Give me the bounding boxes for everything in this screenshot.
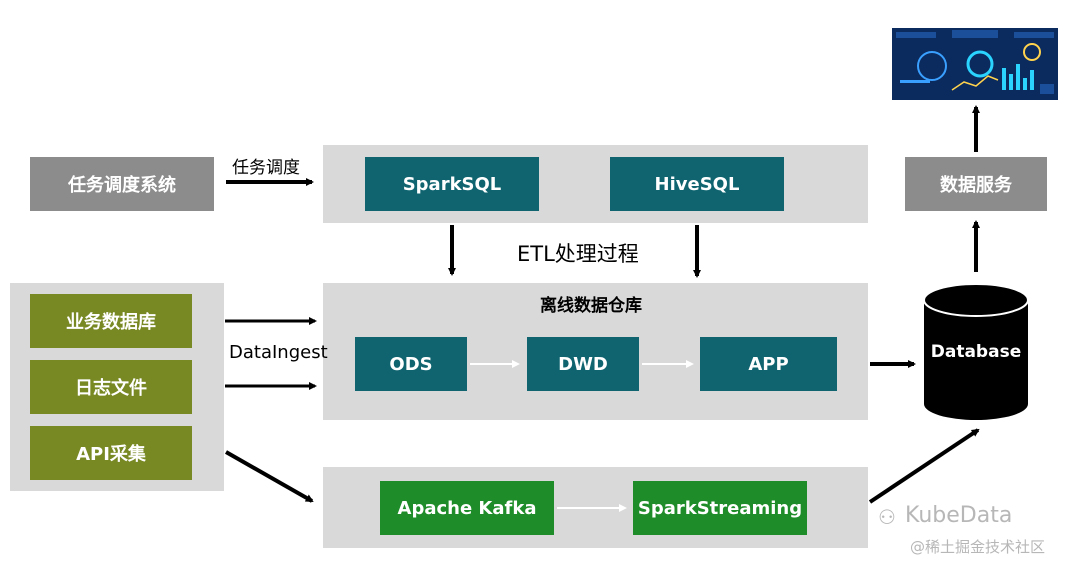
dashboard-thumbnail xyxy=(892,28,1058,100)
data-ingest-label: DataIngest xyxy=(229,342,328,363)
business-db-box: 业务数据库 xyxy=(30,294,192,348)
api-collect-box: API采集 xyxy=(30,426,192,480)
etl-process-label: ETL处理过程 xyxy=(517,242,639,266)
data-service-box: 数据服务 xyxy=(905,157,1047,211)
spark-streaming-box: SparkStreaming xyxy=(633,481,807,535)
task-scheduler-box: 任务调度系统 xyxy=(30,157,214,211)
ods-box: ODS xyxy=(355,337,467,391)
watermark-site: @稀土掘金技术社区 xyxy=(910,538,1046,556)
log-files-box: 日志文件 xyxy=(30,360,192,414)
api-to-kafka-arrow xyxy=(225,450,314,503)
apache-kafka-box: Apache Kafka xyxy=(380,481,554,535)
database-label: Database xyxy=(930,342,1022,362)
sparksql-box: SparkSQL xyxy=(365,157,539,211)
schedule-arrow-label: 任务调度 xyxy=(232,158,300,178)
hivesql-box: HiveSQL xyxy=(610,157,784,211)
app-box: APP xyxy=(700,337,837,391)
streaming-to-database-arrow xyxy=(868,428,980,504)
wechat-icon: ⚇ xyxy=(878,505,896,529)
warehouse-title: 离线数据仓库 xyxy=(540,296,642,316)
watermark-brand: KubeData xyxy=(905,503,1013,528)
dwd-box: DWD xyxy=(527,337,639,391)
